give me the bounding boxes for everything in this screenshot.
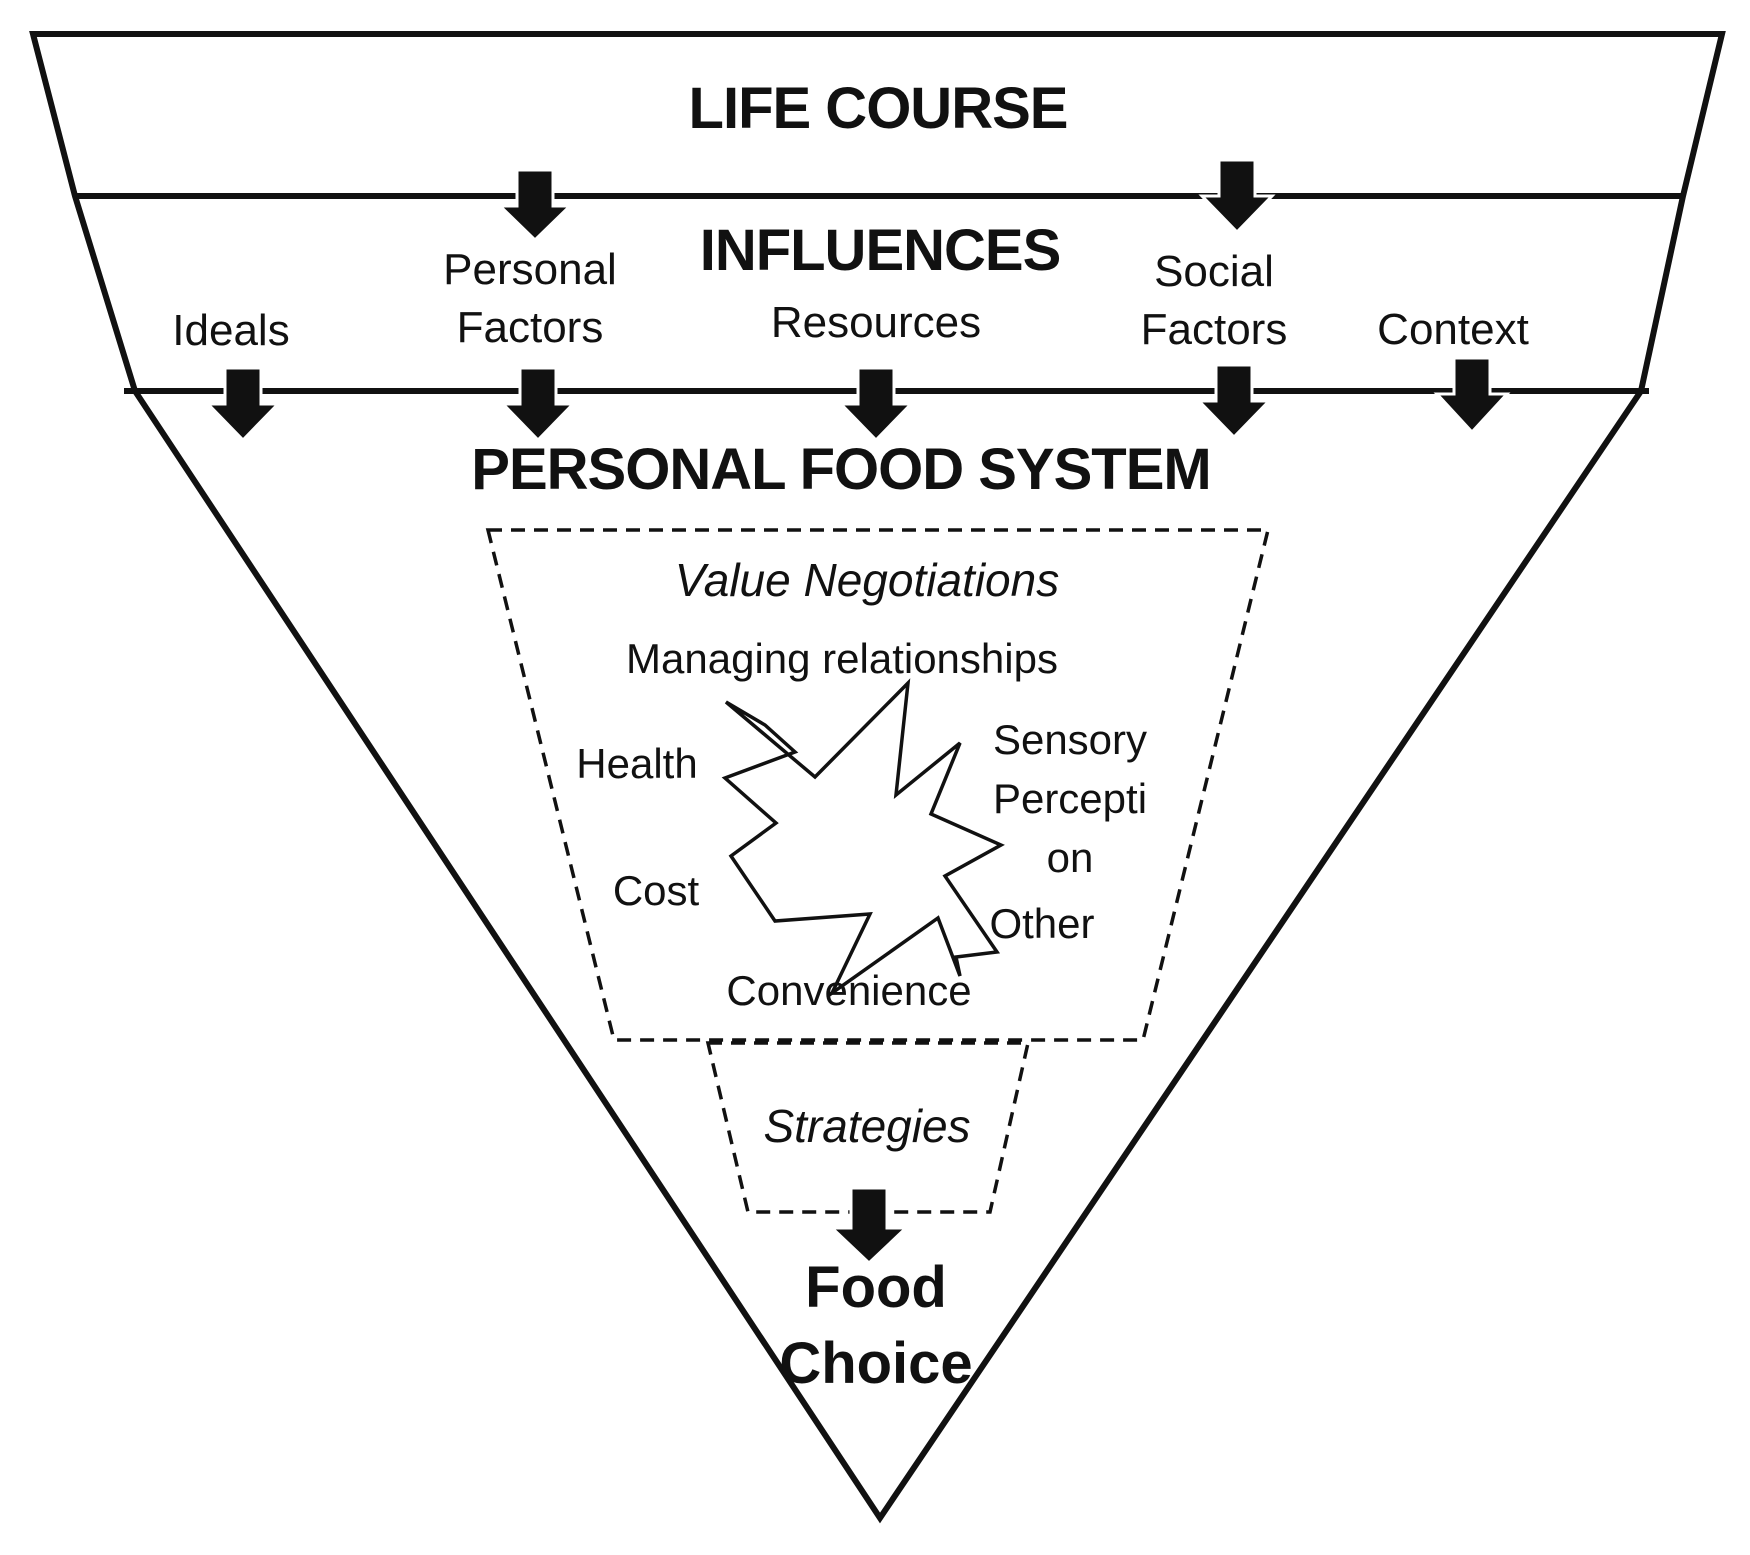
life-course-title: LIFE COURSE (689, 76, 1068, 141)
arrow-down-icon (496, 168, 574, 243)
personal-food-system-title: PERSONAL FOOD SYSTEM (471, 437, 1210, 502)
convenience-label: Convenience (726, 967, 971, 1014)
arrow-down-icon (1195, 363, 1273, 440)
food-choice-line-1: Food (805, 1255, 947, 1320)
arrow-down-icon (1433, 356, 1511, 435)
sensory-perception-line-2: Percepti (993, 775, 1147, 822)
sensory-perception-line-1: Sensory (993, 716, 1147, 763)
value-negotiations-box (485, 528, 1271, 1042)
personal-factors-line-1: Personal (443, 245, 617, 294)
resources-label: Resources (771, 298, 981, 347)
arrow-down-icon (1198, 158, 1276, 235)
managing-relationships-label: Managing relationships (626, 635, 1058, 682)
social-factors-line-2: Factors (1141, 305, 1288, 354)
arrow-down-icon (828, 1186, 910, 1266)
sensory-perception-line-3: on (1047, 834, 1094, 881)
food-choice-line-2: Choice (779, 1331, 972, 1396)
cost-label: Cost (613, 867, 700, 914)
health-label: Health (576, 740, 697, 787)
outer-funnel-frame (29, 31, 1726, 1524)
social-factors-line-1: Social (1154, 247, 1274, 296)
value-conflict-burst-icon (721, 678, 1005, 999)
arrow-down-icon (204, 366, 282, 443)
influences-title: INFLUENCES (700, 218, 1061, 283)
arrow-down-icon (499, 366, 577, 443)
ideals-label: Ideals (172, 306, 289, 355)
strategies-box (705, 1041, 1031, 1214)
context-label: Context (1377, 305, 1529, 354)
value-negotiations-title: Value Negotiations (675, 554, 1059, 606)
personal-factors-line-2: Factors (457, 303, 604, 352)
strategies-label: Strategies (763, 1100, 970, 1152)
other-label: Other (989, 900, 1094, 947)
arrow-down-icon (837, 366, 915, 443)
